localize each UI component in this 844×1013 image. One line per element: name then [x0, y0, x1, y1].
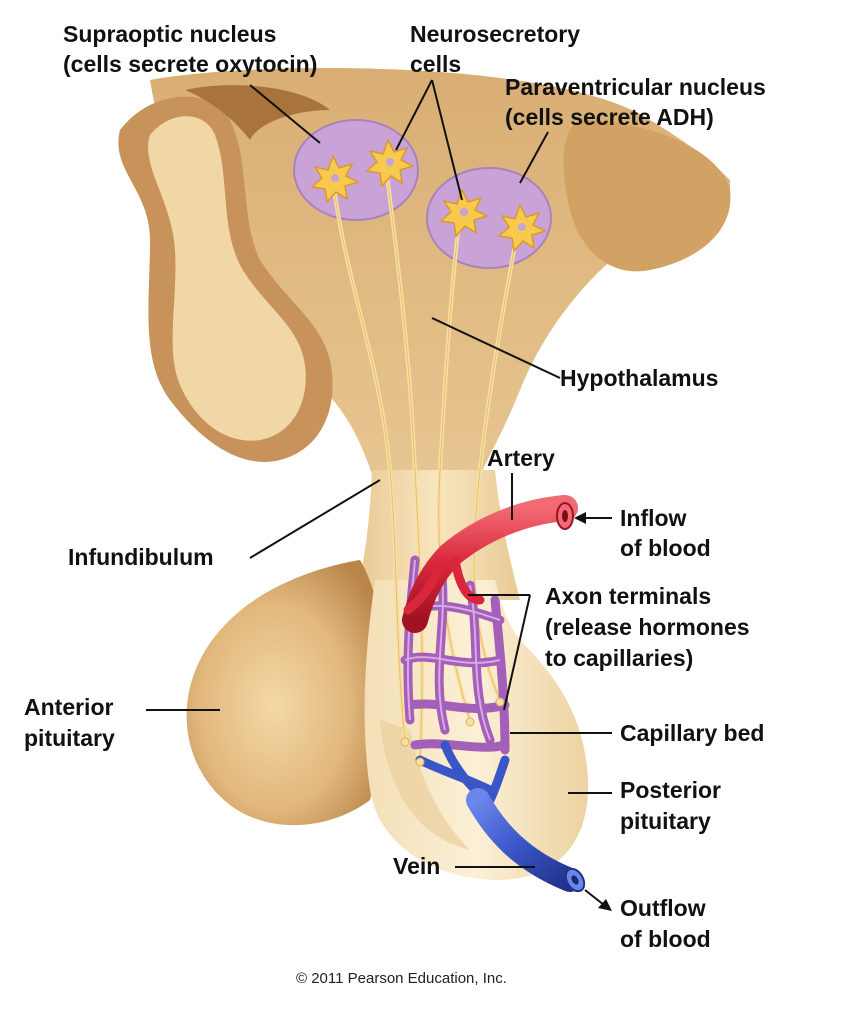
- label-axon-1: Axon terminals: [545, 583, 712, 609]
- brain-right-lobe: [563, 120, 731, 272]
- label-artery: Artery: [487, 445, 555, 471]
- label-posterior-1: Posterior: [620, 777, 721, 803]
- label-anterior-1: Anterior: [24, 694, 114, 720]
- label-paraventricular-1: Paraventricular nucleus: [505, 74, 766, 100]
- vein-lumen: [571, 875, 579, 885]
- vein-vessel: [466, 788, 582, 892]
- label-axon-3: to capillaries): [545, 645, 694, 671]
- label-infundibulum: Infundibulum: [68, 544, 214, 570]
- label-neurosecretory-2: cells: [410, 51, 462, 77]
- label-neurosecretory-1: Neurosecretory: [410, 21, 581, 47]
- label-inflow-1: Inflow: [620, 505, 687, 531]
- label-posterior-2: pituitary: [620, 808, 711, 834]
- label-anterior-2: pituitary: [24, 725, 115, 751]
- anterior-pituitary-shape: [186, 560, 381, 826]
- label-outflow-2: of blood: [620, 926, 711, 952]
- optic-fold-light: [148, 116, 306, 441]
- label-supraoptic-1: Supraoptic nucleus: [63, 21, 277, 47]
- artery-branches: [403, 555, 485, 615]
- artery-lumen: [562, 510, 568, 522]
- label-capillary-bed: Capillary bed: [620, 720, 765, 746]
- label-paraventricular-2: (cells secrete ADH): [505, 104, 714, 130]
- upper-fold: [185, 85, 330, 140]
- neuron-nuclei: [331, 158, 526, 231]
- copyright-notice: © 2011 Pearson Education, Inc.: [296, 970, 507, 987]
- posterior-inner: [380, 720, 470, 850]
- axon-terminals: [400, 697, 505, 767]
- outflow-arrow: [584, 889, 612, 911]
- label-supraoptic-2: (cells secrete oxytocin): [63, 51, 318, 77]
- label-axon-2: (release hormones: [545, 614, 750, 640]
- inflow-arrow: [574, 512, 612, 524]
- label-vein: Vein: [393, 853, 441, 879]
- label-hypothalamus: Hypothalamus: [560, 365, 719, 391]
- label-outflow-1: Outflow: [620, 895, 706, 921]
- leader-lines: [146, 79, 612, 868]
- label-inflow-2: of blood: [620, 535, 711, 561]
